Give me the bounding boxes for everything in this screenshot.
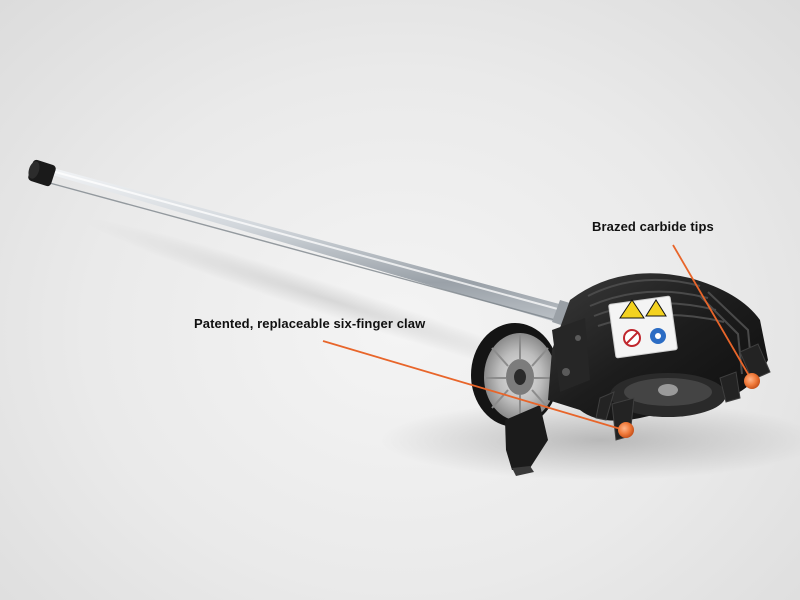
claw-callout: [322, 340, 634, 438]
claw-label: Patented, replaceable six-finger claw: [194, 316, 426, 331]
carbide-callout-dot: [744, 373, 760, 389]
claw-callout-line: [322, 340, 625, 431]
warning-decal-icon: [608, 295, 678, 359]
claw-callout-dot: [618, 422, 634, 438]
ground-shadow: [380, 400, 800, 480]
shaft-shadow: [82, 218, 578, 382]
carbide-tips-callout: [672, 244, 760, 389]
carbide-tips-label: Brazed carbide tips: [592, 219, 714, 234]
guide-wheel-icon: [471, 323, 559, 427]
end-cap-icon: [28, 159, 56, 187]
carbide-callout-line: [672, 244, 752, 380]
